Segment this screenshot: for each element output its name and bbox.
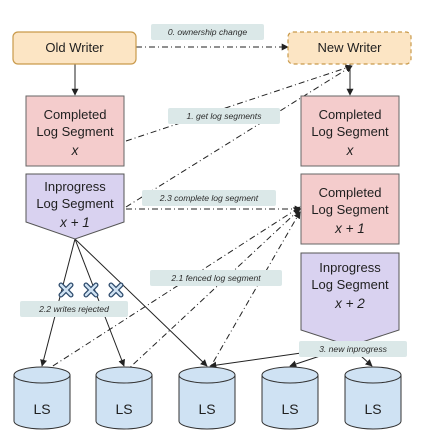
fenced-arrow-3 <box>206 211 301 374</box>
x-cross-icon <box>108 282 124 298</box>
step-label-ownership-change: 0. ownership change <box>151 24 264 40</box>
right-completed-segment-x1: Completed Log Segment x + 1 <box>300 173 400 245</box>
new-writer-label: New Writer <box>317 40 382 55</box>
storage-node-label: LS <box>281 401 298 417</box>
storage-node-1: LS <box>13 366 71 430</box>
x-cross-icon <box>58 282 74 298</box>
step-label-new-inprogress: 3. new inprogress <box>299 341 407 357</box>
segment-line1: Completed <box>319 107 382 122</box>
segment-id: x + 1 <box>59 215 90 230</box>
old-writer-label: Old Writer <box>45 40 104 55</box>
get-segments-arrow-b <box>125 65 353 208</box>
segment-line2: Log Segment <box>36 196 114 211</box>
segment-id: x + 2 <box>334 296 365 311</box>
segment-line2: Log Segment <box>36 124 114 139</box>
segment-id: x + 1 <box>334 221 365 236</box>
write-path-3 <box>74 238 208 367</box>
segment-id: x <box>346 143 355 158</box>
svg-text:3. new inprogress: 3. new inprogress <box>319 344 388 354</box>
svg-text:2.2 writes rejected: 2.2 writes rejected <box>38 304 109 314</box>
fenced-arrow-2 <box>123 208 301 374</box>
storage-node-3: LS <box>178 366 236 430</box>
storage-node-label: LS <box>364 401 381 417</box>
segment-line1: Completed <box>319 185 382 200</box>
storage-node-label: LS <box>198 401 215 417</box>
step-label-fenced-log-segment: 2.1 fenced log segment <box>150 270 282 286</box>
segment-line2: Log Segment <box>311 124 389 139</box>
svg-text:1. get log segments: 1. get log segments <box>186 111 262 121</box>
storage-node-label: LS <box>115 401 132 417</box>
svg-text:0. ownership change: 0. ownership change <box>168 27 248 37</box>
segment-line1: Inprogress <box>44 179 106 194</box>
storage-node-5: LS <box>344 366 402 430</box>
segment-line1: Completed <box>44 107 107 122</box>
x-cross-icon <box>83 282 99 298</box>
get-segments-arrow-a <box>125 64 353 142</box>
segment-line2: Log Segment <box>311 277 389 292</box>
right-completed-segment-x: Completed Log Segment x <box>300 95 400 167</box>
left-inprogress-segment: Inprogress Log Segment x + 1 <box>25 173 125 240</box>
segment-id: x <box>71 143 80 158</box>
storage-node-2: LS <box>95 366 153 430</box>
segment-line1: Inprogress <box>319 260 381 275</box>
svg-text:2.3 complete log segment: 2.3 complete log segment <box>159 193 259 203</box>
new-writer-box: New Writer <box>287 31 412 65</box>
storage-node-4: LS <box>261 366 319 430</box>
old-writer-box: Old Writer <box>12 31 137 65</box>
step-label-complete-log-segment: 2.3 complete log segment <box>142 190 276 206</box>
svg-text:2.1 fenced log segment: 2.1 fenced log segment <box>170 273 261 283</box>
step-label-get-log-segments: 1. get log segments <box>168 108 280 124</box>
step-label-writes-rejected: 2.2 writes rejected <box>20 301 128 317</box>
right-inprogress-segment: Inprogress Log Segment x + 2 <box>300 252 400 347</box>
segment-line2: Log Segment <box>311 202 389 217</box>
left-completed-segment: Completed Log Segment x <box>25 95 125 167</box>
storage-node-label: LS <box>33 401 50 417</box>
